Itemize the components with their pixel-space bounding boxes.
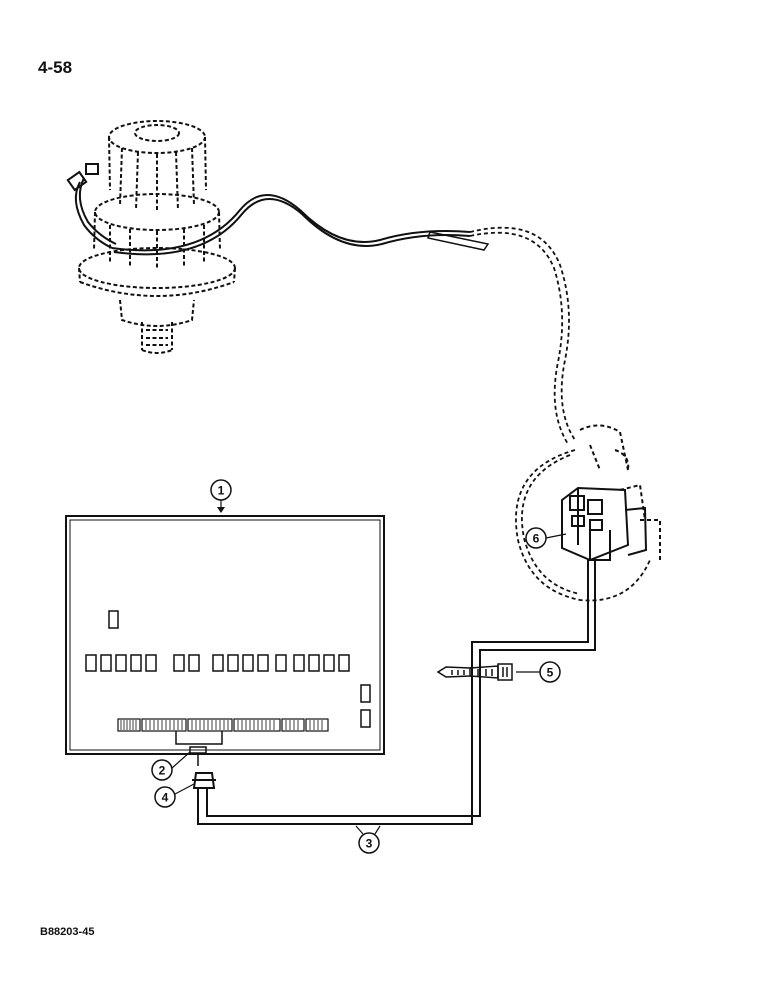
callout-5-label: 5 [547,666,554,680]
switch-row [85,654,350,672]
callout-4: 4 [154,783,195,808]
page-number: 4-58 [38,58,73,77]
motor-cable [111,194,471,256]
callout-5: 5 [516,661,561,683]
callout-6: 6 [525,527,567,549]
harness-connector [175,731,223,766]
connector-strip [117,718,329,732]
callout-3-label: 3 [366,837,373,851]
cable-tie [436,663,513,681]
motor-assembly [78,120,236,354]
grommet [192,772,216,789]
motor-cable-dashed [469,226,651,602]
figure-code: B88203-45 [40,926,95,938]
callout-1: 1 [210,479,232,513]
wiring-harness [197,632,596,825]
callout-2-label: 2 [159,764,166,778]
callout-6-label: 6 [533,532,540,546]
motor-lead [66,163,117,249]
callout-3: 3 [355,825,381,854]
callout-2: 2 [151,751,191,781]
control-panel [65,515,385,755]
callout-4-label: 4 [162,791,169,805]
callout-1-label: 1 [218,484,225,498]
relay-assembly [561,424,661,640]
cable-clip [427,231,490,251]
